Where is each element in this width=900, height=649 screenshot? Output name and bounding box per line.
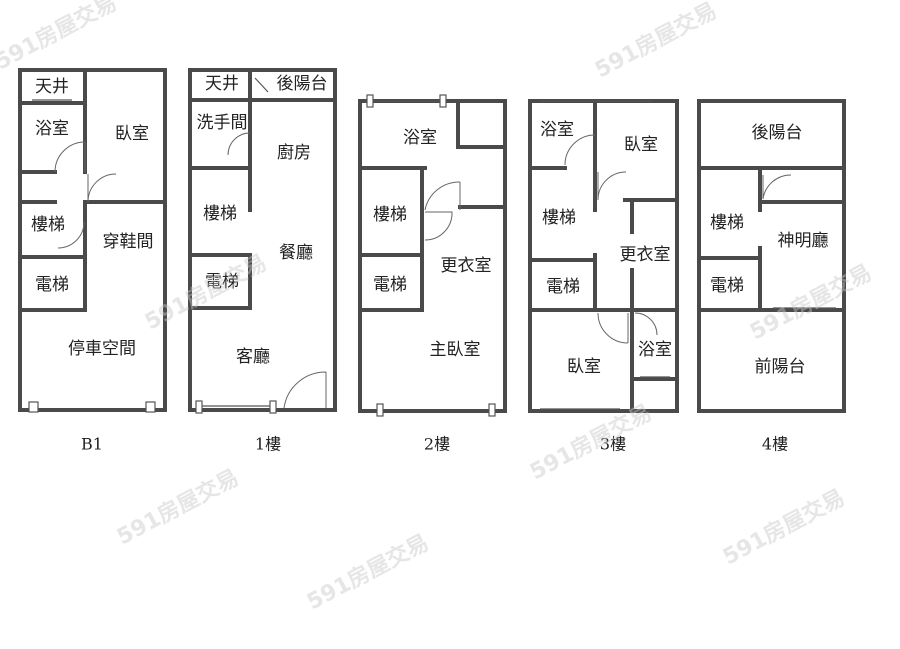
room-label-elevator: 電梯: [546, 277, 580, 297]
floor-b1: 天井 浴室 臥室 樓梯 穿鞋間 電梯 停車空間 B1: [18, 68, 167, 454]
floor-1f: 天井 後陽台 洗手間 廚房 樓梯 餐廳 電梯 客廳 1樓: [188, 68, 337, 454]
room-label-kitchen: 廚房: [277, 142, 311, 163]
watermark: 591房屋交易: [719, 484, 849, 570]
room-label-bathroom: 浴室: [540, 120, 574, 140]
watermark: 591房屋交易: [746, 259, 876, 345]
watermark: 591房屋交易: [0, 0, 121, 75]
room-label-bedroom-bottom: 臥室: [567, 357, 601, 377]
watermark: 591房屋交易: [113, 464, 243, 550]
pillar-marker: [439, 94, 447, 108]
door-arc: [227, 132, 251, 156]
door-arc: [762, 174, 792, 200]
room-label-stairs: 樓梯: [373, 205, 407, 225]
floor-label-4f: 4樓: [762, 435, 788, 454]
1f-outer-wall: [188, 68, 337, 412]
b1-outer-wall: [18, 68, 167, 412]
room-label-shoe-room: 穿鞋間: [103, 232, 154, 252]
room-label-stairs: 樓梯: [31, 215, 65, 235]
room-label-skylight: 天井: [35, 77, 69, 97]
door-arc: [424, 181, 461, 211]
door-arc: [564, 134, 596, 166]
room-label-skylight: 天井: [205, 74, 239, 94]
room-label-bathroom-small: 浴室: [638, 340, 672, 360]
room-label-dining: 餐廳: [279, 243, 313, 263]
floor-label-2f: 2樓: [424, 435, 450, 454]
floor-3f: 浴室 臥室 樓梯 更衣室 電梯 臥室 浴室 3樓: [528, 99, 679, 454]
room-label-back-balcony: 後陽台: [277, 74, 328, 94]
pillar-marker: [269, 400, 277, 414]
watermark-layer: 591房屋交易 591房屋交易 591房屋交易 591房屋交易 591房屋交易 …: [0, 0, 876, 615]
room-label-stairs: 樓梯: [542, 208, 576, 228]
door-arc: [597, 312, 629, 344]
room-label-front-balcony: 前陽台: [755, 357, 806, 377]
room-label-bedroom-top: 臥室: [624, 135, 658, 155]
room-label-master-bedroom: 主臥室: [430, 340, 481, 360]
room-label-bedroom: 臥室: [115, 124, 149, 144]
room-label-bathroom: 浴室: [403, 128, 437, 148]
room-label-shrine: 神明廳: [778, 231, 829, 251]
room-label-stairs: 樓梯: [710, 213, 744, 233]
room-label-back-balcony: 後陽台: [752, 123, 803, 143]
pillar-marker: [376, 403, 384, 417]
room-label-elevator: 電梯: [205, 272, 239, 292]
floor-4f: 後陽台 樓梯 神明廳 電梯 前陽台 4樓: [697, 99, 846, 454]
pillar-marker: [28, 401, 39, 413]
door-arc: [57, 221, 85, 249]
room-label-stairs: 樓梯: [203, 204, 237, 224]
door-arc: [634, 312, 658, 336]
door-arc: [283, 371, 327, 409]
floor-2f: 浴室 樓梯 更衣室 電梯 主臥室 2樓: [358, 94, 507, 454]
door-arc: [54, 141, 86, 173]
door-arc: [597, 171, 627, 201]
room-label-elevator: 電梯: [35, 275, 69, 295]
room-label-elevator: 電梯: [373, 275, 407, 295]
floor-label-3f: 3樓: [600, 435, 626, 454]
floor-label-b1: B1: [81, 435, 103, 454]
room-label-closet: 更衣室: [441, 256, 492, 276]
floor-label-1f: 1樓: [255, 435, 281, 454]
hatch-line: [254, 77, 269, 93]
room-label-elevator: 電梯: [710, 276, 744, 296]
room-label-bathroom: 浴室: [35, 119, 69, 139]
room-label-closet: 更衣室: [620, 245, 671, 265]
room-label-living: 客廳: [236, 347, 270, 367]
watermark: 591房屋交易: [591, 0, 721, 83]
watermark: 591房屋交易: [303, 529, 433, 615]
door-arc: [87, 173, 117, 203]
pillar-marker: [366, 94, 374, 108]
pillar-marker: [145, 401, 156, 413]
pillar-marker: [488, 403, 496, 417]
pillar-marker: [195, 400, 203, 414]
room-label-parking: 停車空間: [68, 339, 136, 359]
room-label-washroom: 洗手間: [197, 113, 248, 133]
door-arc: [424, 211, 453, 241]
